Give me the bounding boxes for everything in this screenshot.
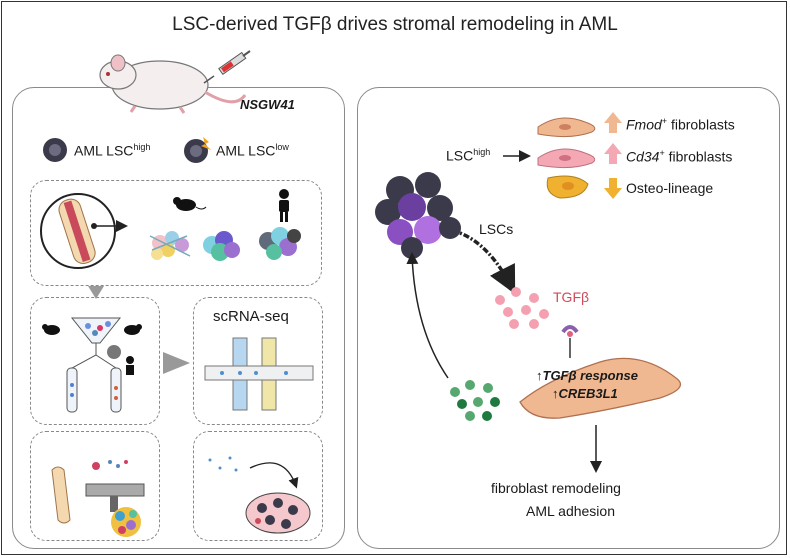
effect-fmod-label: Fmod+ fibroblasts (626, 116, 735, 133)
fibroblast-fmod-icon (537, 117, 596, 138)
lsc-high-cell-icon (43, 138, 67, 162)
scrna-chip-icon (204, 337, 314, 411)
stroma-cells-icon (149, 231, 191, 260)
fibroblast-cd34-icon (537, 148, 596, 169)
sorting-funnel-icon (42, 317, 142, 413)
coculture-icon (51, 460, 145, 537)
up-arrow-icon (604, 112, 622, 133)
effect-cd34-label: Cd34+ fibroblasts (626, 148, 733, 165)
lsc-cluster-icon (375, 172, 461, 259)
osteo-cell-icon (546, 175, 589, 199)
secretion-arrow (459, 231, 516, 295)
syringe-icon (203, 50, 251, 84)
effect-osteo-label: Osteo-lineage (626, 180, 714, 196)
up-arrow-icon (604, 143, 622, 164)
adhesion-assay-box (193, 431, 323, 541)
human-icon (279, 189, 289, 222)
tgfb-molecules-icon (495, 287, 549, 329)
bone-section-icon (40, 193, 128, 269)
lscs-label: LSCs (479, 221, 514, 237)
sorting-box (30, 297, 160, 425)
scrna-label: scRNA-seq (213, 308, 289, 325)
outcome-remodeling: fibroblast remodeling (491, 480, 621, 496)
scrna-box (193, 297, 323, 425)
lsc-low-cell-icon (184, 137, 211, 163)
right-triangle-icon (163, 352, 190, 374)
down-triangle-icon (88, 286, 104, 299)
coculture-box (30, 431, 160, 541)
aml-cluster-human-icon (259, 227, 301, 260)
xenograft-box (30, 180, 322, 286)
down-arrow-icon (604, 178, 622, 199)
legend-lsc-high: AML LSChigh (74, 142, 151, 159)
tgfb-response-label: ↑TGFβ response (536, 368, 638, 383)
right-panel (357, 87, 780, 549)
fibroblast-large-icon (519, 357, 681, 419)
figure-title: LSC-derived TGFβ drives stromal remodeli… (172, 14, 618, 35)
lsc-high-label: LSChigh (446, 147, 491, 164)
aml-cluster-mouse-icon (203, 231, 240, 261)
outcome-adhesion: AML adhesion (526, 503, 615, 519)
tgfb-label: TGFβ (553, 289, 590, 305)
mouse-icon (99, 54, 247, 114)
aml-cells-green-icon (450, 380, 500, 421)
feedback-arrow (406, 252, 449, 379)
legend-lsc-low: AML LSClow (216, 142, 289, 159)
mouse-strain-label: NSGW41 (240, 97, 295, 112)
receptor-icon (561, 325, 579, 358)
adhesion-assay-icon (208, 456, 311, 534)
creb3l1-label: ↑CREB3L1 (552, 386, 618, 401)
mouse-small-icon (173, 197, 207, 211)
